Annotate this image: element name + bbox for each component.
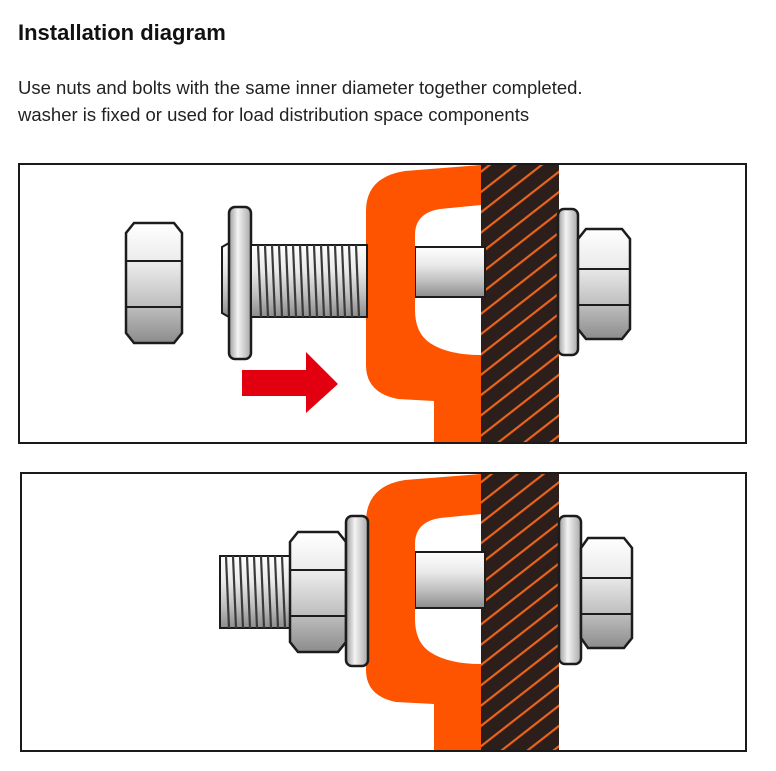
threaded-bolt [250, 244, 368, 318]
page-title: Installation diagram [18, 20, 226, 45]
nut-left [124, 221, 184, 345]
threaded-bolt [219, 555, 293, 629]
bolt-shank [414, 551, 486, 609]
arrow-right-icon [242, 352, 338, 413]
bolt-shank [414, 246, 486, 298]
assembled-view-svg [219, 474, 634, 750]
washer-left [344, 514, 370, 668]
bracket-clamp [366, 165, 481, 442]
diagram-panel-assembled [20, 472, 747, 752]
nut-right [579, 536, 634, 650]
washer-right [557, 514, 583, 666]
nut-right [576, 227, 632, 341]
description: Use nuts and bolts with the same inner d… [18, 74, 583, 128]
description-line-2: washer is fixed or used for load distrib… [18, 104, 530, 125]
beam [481, 474, 559, 750]
exploded-view-svg [124, 165, 632, 442]
description-line-1: Use nuts and bolts with the same inner d… [18, 77, 583, 98]
washer-left [227, 205, 253, 361]
beam [481, 165, 559, 442]
nut-left [288, 530, 348, 654]
diagram-panel-exploded [18, 163, 747, 444]
bracket-clamp [366, 474, 481, 750]
washer-right [556, 207, 580, 357]
